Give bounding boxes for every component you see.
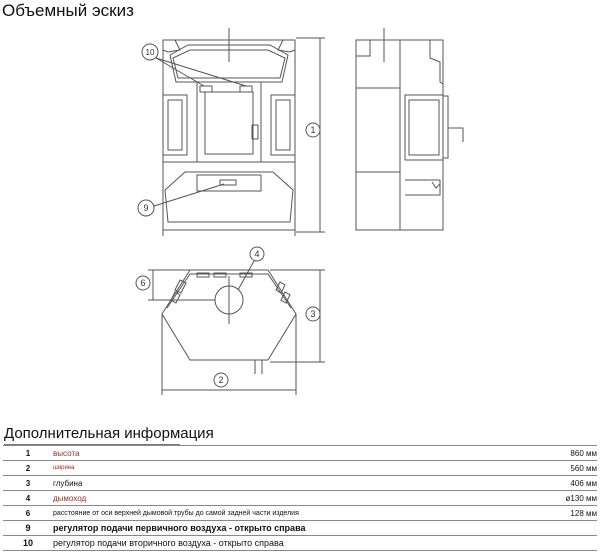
row-description: высота	[53, 445, 507, 461]
table-row: 9 регулятор подачи первичного воздуха - …	[3, 520, 597, 536]
dimension-height	[296, 37, 325, 233]
row-number: 4	[3, 490, 53, 506]
callout-label-3: 3	[310, 309, 315, 319]
callout-label-2: 2	[218, 375, 223, 385]
row-number: 9	[3, 520, 53, 536]
table-row: 3 глубина 406 мм	[3, 475, 597, 491]
callout-label-6: 6	[140, 278, 145, 288]
dimension-2	[161, 314, 297, 395]
row-description: дымоход	[53, 490, 507, 506]
table-row: 6 расстояние от оси верхней дымовой труб…	[3, 505, 597, 521]
info-table: 1 высота 860 мм 2 ширина 560 мм 3 глубин…	[3, 445, 597, 551]
row-description: расстояние от оси верхней дымовой трубы …	[53, 505, 507, 521]
info-section-title: Дополнительная информация	[4, 425, 214, 442]
row-number: 1	[3, 445, 53, 461]
row-value: ø130 мм	[507, 490, 597, 506]
callout-10	[141, 43, 247, 87]
front-view	[162, 28, 296, 236]
row-number: 2	[3, 460, 53, 476]
row-value	[507, 520, 597, 536]
row-number: 6	[3, 505, 53, 521]
row-description: регулятор подачи вторичного воздуха - от…	[53, 535, 507, 551]
row-description: регулятор подачи первичного воздуха - от…	[53, 520, 507, 536]
side-view	[355, 28, 464, 231]
row-description: глубина	[53, 475, 507, 491]
stove-sketch: 1 10 9 4 6 3 2	[135, 28, 464, 395]
callout-4	[237, 246, 265, 291]
callout-label-9: 9	[143, 203, 148, 213]
row-number: 3	[3, 475, 53, 491]
table-row: 2 ширина 560 мм	[3, 460, 597, 476]
divider	[4, 444, 180, 445]
callout-9	[137, 183, 225, 217]
row-value: 128 мм	[507, 505, 597, 521]
row-number: 10	[3, 535, 53, 551]
callout-label-10: 10	[146, 48, 155, 57]
row-description: ширина	[53, 460, 507, 476]
table-row: 10 регулятор подачи вторичного воздуха -…	[3, 535, 597, 551]
row-value: 860 мм	[507, 445, 597, 461]
dimension-6	[135, 269, 215, 301]
callout-label-4: 4	[254, 249, 259, 259]
top-view	[161, 269, 297, 374]
dimension-3	[270, 269, 325, 363]
page-title: Объемный эскиз	[2, 1, 134, 20]
table-row: 1 высота 860 мм	[3, 445, 597, 461]
row-value	[507, 535, 597, 551]
row-value: 406 мм	[507, 475, 597, 491]
table-row: 4 дымоход ø130 мм	[3, 490, 597, 506]
row-value: 560 мм	[507, 460, 597, 476]
callout-label-1: 1	[310, 125, 315, 135]
